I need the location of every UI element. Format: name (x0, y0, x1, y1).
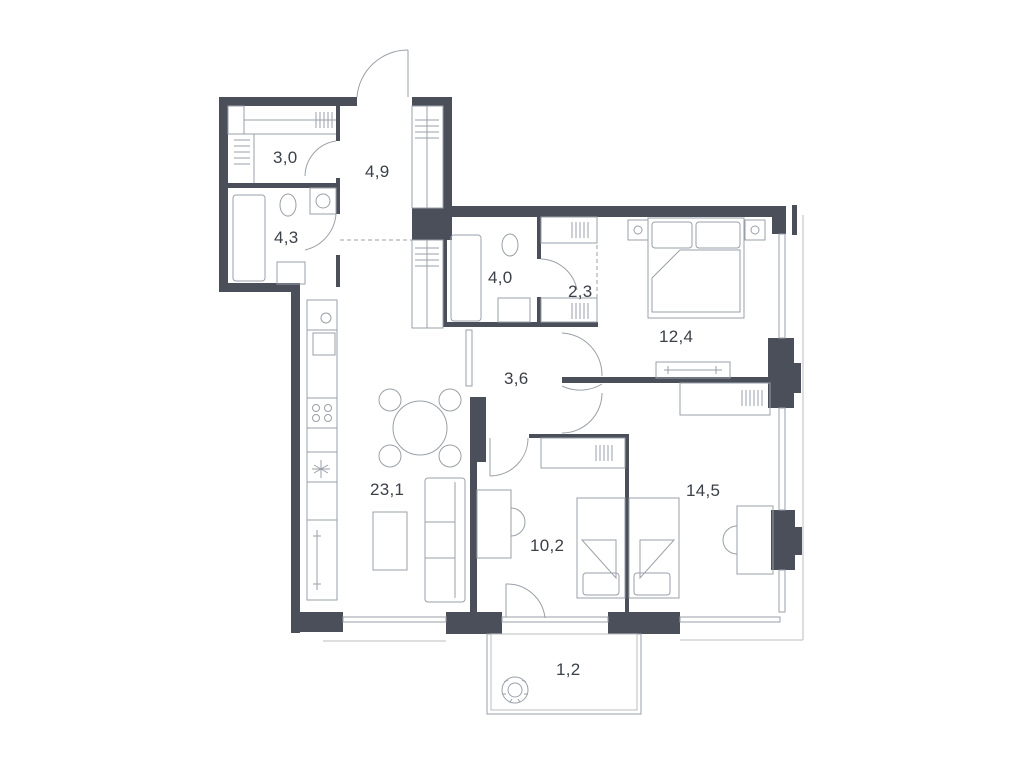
wall (768, 338, 794, 408)
room-area-wardrobe: 2,3 (568, 282, 593, 301)
wall (537, 297, 541, 325)
coat-rack-icon (315, 112, 333, 128)
room-area-corridor: 3,6 (504, 369, 529, 388)
wall (470, 397, 486, 462)
wall (336, 106, 340, 141)
dining-table (378, 388, 462, 468)
room-area-balcony: 1,2 (556, 660, 581, 679)
wall (219, 97, 357, 106)
room-area-hallway: 4,9 (365, 162, 390, 181)
wall (336, 255, 340, 287)
wall (562, 377, 774, 383)
room-area-bathroom-1: 4,3 (274, 228, 299, 247)
toilet (279, 193, 297, 217)
plant-icon (501, 676, 529, 704)
wall (795, 527, 802, 555)
window (778, 233, 786, 339)
room-area-master-bedroom: 12,4 (659, 327, 694, 346)
wall (443, 206, 783, 217)
wall (625, 434, 629, 614)
kitchen-counter (306, 299, 338, 601)
window (778, 407, 786, 511)
room-area-bedroom-3: 14,5 (686, 481, 721, 500)
double-bed (627, 217, 766, 319)
sofa (424, 477, 466, 603)
wall (529, 434, 629, 438)
wall (771, 510, 795, 570)
coffee-table (372, 511, 408, 571)
room-area-kids-bedroom: 10,2 (530, 536, 565, 555)
wall (219, 97, 228, 291)
window (342, 616, 447, 623)
sink (276, 261, 306, 285)
entrance-door (356, 49, 409, 98)
kitchen-sink (312, 332, 336, 356)
wall (794, 363, 801, 393)
wall (228, 183, 340, 188)
wall (772, 206, 786, 234)
wall (412, 97, 452, 106)
wall (608, 612, 680, 634)
wall (537, 217, 541, 259)
wall (219, 283, 299, 292)
wall (443, 217, 447, 327)
room-area-bathroom-2: 4,0 (488, 268, 513, 287)
wall (792, 205, 797, 235)
wall (336, 178, 340, 214)
window (501, 616, 609, 623)
wall (291, 612, 343, 632)
washing-machine (309, 187, 337, 215)
wall (443, 97, 452, 217)
wall (291, 283, 300, 633)
wall (470, 455, 477, 625)
room-area-kitchen-living: 23,1 (370, 480, 405, 499)
wall (446, 612, 502, 634)
window (679, 616, 781, 623)
window (778, 569, 786, 613)
bathtub (232, 194, 266, 282)
room-area-storage: 3,0 (273, 148, 298, 167)
dresser (655, 361, 731, 379)
wall (443, 322, 598, 327)
